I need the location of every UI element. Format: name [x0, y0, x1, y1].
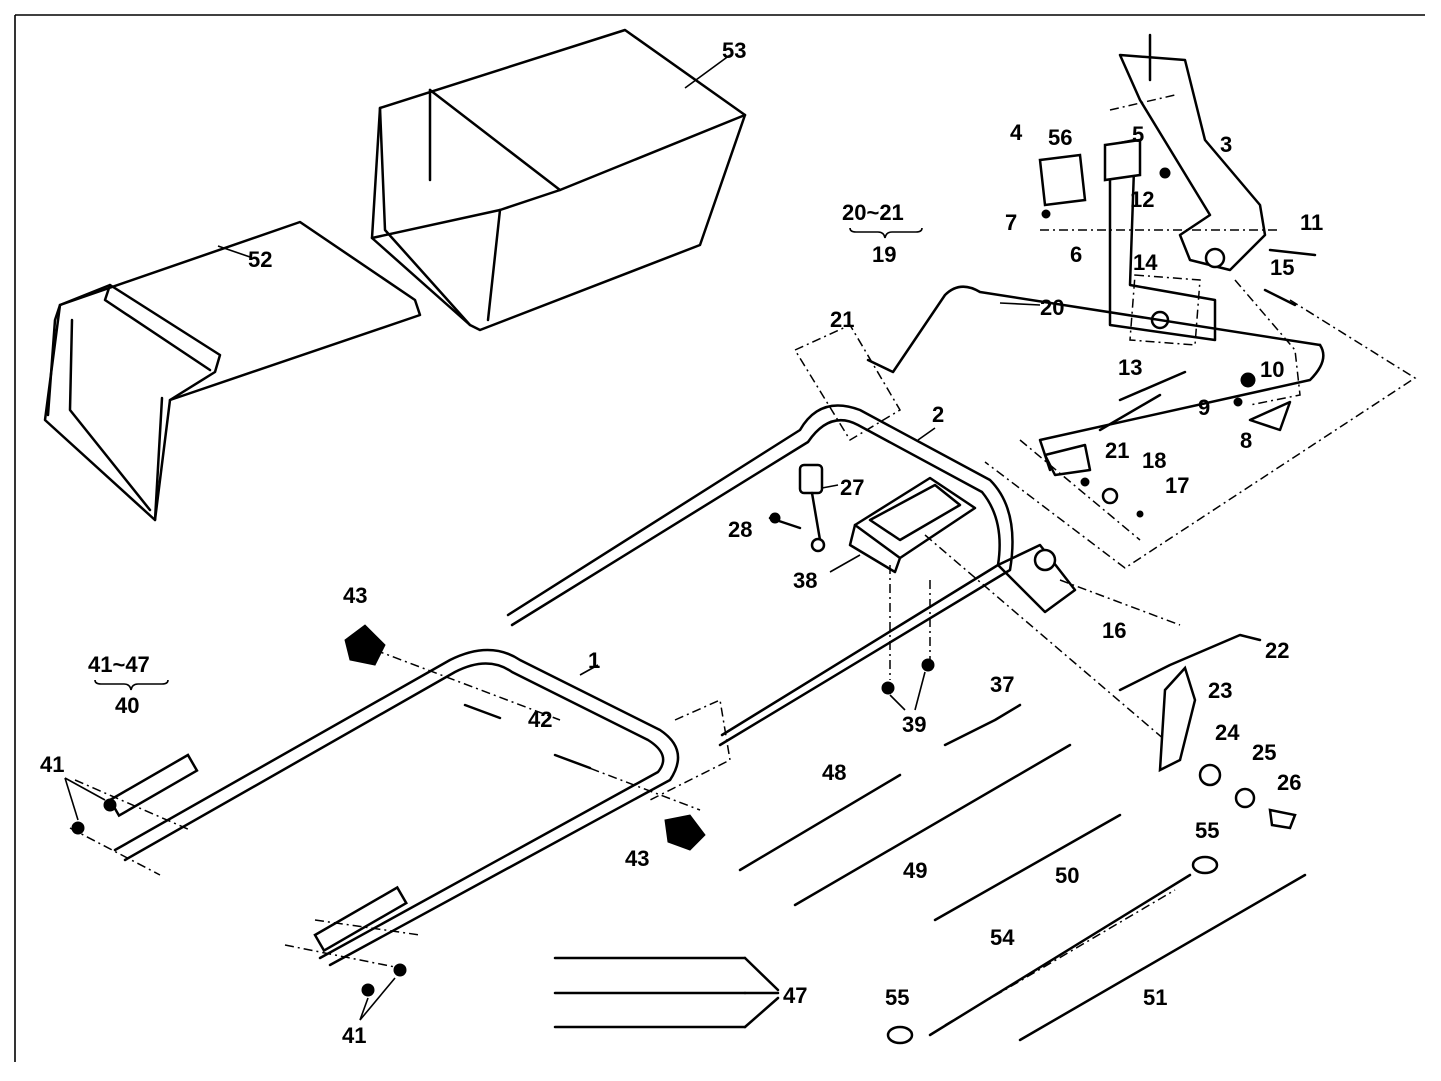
label-12: 12 [1130, 187, 1154, 212]
label-24: 24 [1215, 720, 1240, 745]
label-47: 47 [783, 983, 807, 1008]
label-26: 26 [1277, 770, 1301, 795]
label-1: 1 [588, 648, 600, 673]
label-43-top: 43 [343, 583, 367, 608]
label-55-bottom: 55 [885, 985, 909, 1010]
label-43-bottom: 43 [625, 846, 649, 871]
upper-handle [506, 404, 1077, 747]
control-box [829, 476, 977, 574]
bracket-assembly [1038, 33, 1317, 518]
label-19: 19 [872, 242, 896, 267]
label-23: 23 [1208, 678, 1232, 703]
label-50: 50 [1055, 863, 1079, 888]
label-6: 6 [1070, 242, 1082, 267]
label-41-bottom: 41 [342, 1023, 366, 1048]
label-16: 16 [1102, 618, 1126, 643]
label-48: 48 [822, 760, 846, 785]
label-21-top: 21 [830, 307, 854, 332]
lower-handle [108, 648, 680, 967]
grass-bag [370, 28, 747, 332]
control-rod [866, 285, 1325, 477]
label-22: 22 [1265, 638, 1289, 663]
label-42: 42 [528, 707, 552, 732]
label-13: 13 [1118, 355, 1142, 380]
label-41-left: 41 [40, 752, 64, 777]
label-2: 2 [932, 402, 944, 427]
springs-and-cables [553, 393, 1307, 1045]
label-28: 28 [728, 517, 752, 542]
label-20: 20 [1040, 295, 1064, 320]
label-17: 17 [1165, 473, 1189, 498]
label-40: 40 [115, 693, 139, 718]
label-49: 49 [903, 858, 927, 883]
label-53: 53 [722, 38, 746, 63]
label-39: 39 [902, 712, 926, 737]
label-51: 51 [1143, 985, 1167, 1010]
brake-lever [768, 463, 839, 553]
label-18: 18 [1142, 448, 1166, 473]
label-20-21: 20~21 [842, 200, 904, 225]
part-labels: 53 52 20~21 19 4 56 5 3 12 7 11 6 14 15 … [40, 38, 1323, 1048]
label-8: 8 [1240, 428, 1252, 453]
label-15: 15 [1270, 255, 1294, 280]
label-7: 7 [1005, 210, 1017, 235]
label-9: 9 [1198, 395, 1210, 420]
label-37: 37 [990, 672, 1014, 697]
label-3: 3 [1220, 132, 1232, 157]
group-brackets [94, 227, 923, 691]
fasteners [64, 624, 935, 1021]
diagram-frame [14, 14, 1425, 1062]
label-5: 5 [1132, 122, 1144, 147]
label-21-mid: 21 [1105, 438, 1129, 463]
label-54: 54 [990, 925, 1015, 950]
label-38: 38 [793, 568, 817, 593]
label-52: 52 [248, 247, 272, 272]
label-41-47: 41~47 [88, 652, 150, 677]
label-10: 10 [1260, 357, 1284, 382]
label-27: 27 [840, 475, 864, 500]
assembly-lines [69, 94, 1417, 1026]
label-55-right: 55 [1195, 818, 1219, 843]
label-4: 4 [1010, 120, 1023, 145]
label-11: 11 [1300, 210, 1323, 235]
label-14: 14 [1133, 250, 1158, 275]
label-25: 25 [1252, 740, 1276, 765]
label-56: 56 [1048, 125, 1072, 150]
bag-frame [43, 220, 422, 522]
